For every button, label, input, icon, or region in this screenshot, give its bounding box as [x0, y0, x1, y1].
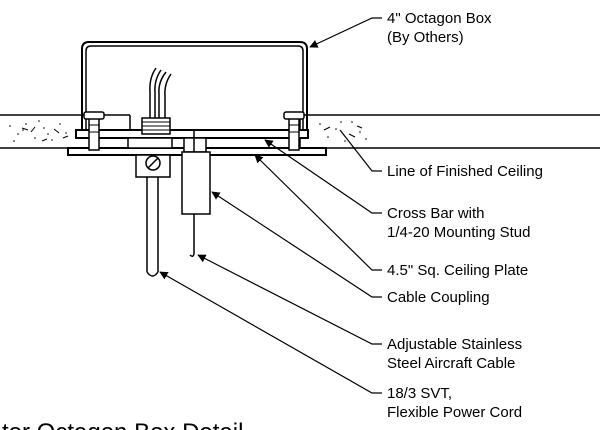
power-cord [146, 177, 159, 277]
label-cross-bar-line2: 1/4-20 Mounting Stud [387, 224, 530, 241]
label-aircraft-cable-line2: Steel Aircraft Cable [387, 355, 515, 372]
leader-finished-ceiling [339, 129, 382, 172]
leader-cable-coupling [211, 191, 382, 298]
ceiling-right-section [299, 114, 600, 149]
label-power-cord-line1: 18/3 SVT, [387, 385, 452, 402]
leader-lines [159, 17, 382, 394]
label-power-cord-line2: Flexible Power Cord [387, 404, 522, 421]
mounting-screw-left [83, 111, 105, 151]
power-cord-wires [149, 67, 172, 118]
label-aircraft-cable-line1: Adjustable Stainless [387, 336, 522, 353]
cable-coupling [181, 130, 211, 215]
leader-cross-bar [264, 139, 382, 214]
label-finished-ceiling: Line of Finished Ceiling [387, 163, 543, 180]
diagram-caption: tor Octagon Box Detail [2, 419, 243, 430]
label-octagon-box-line1: 4" Octagon Box [387, 10, 492, 27]
leader-power-cord [159, 271, 382, 394]
mounting-screw-right [283, 111, 305, 151]
leader-aircraft-cable [197, 254, 382, 345]
set-screw [145, 155, 161, 171]
octagon-box [81, 41, 308, 130]
label-ceiling-plate: 4.5" Sq. Ceiling Plate [387, 262, 528, 279]
aircraft-cable [189, 214, 195, 258]
label-octagon-box-line2: (By Others) [387, 29, 464, 46]
leader-octagon-box [309, 17, 382, 48]
leader-ceiling-plate [254, 154, 382, 271]
cross-bar [75, 129, 309, 139]
label-cable-coupling: Cable Coupling [387, 289, 490, 306]
label-cross-bar-line1: Cross Bar with [387, 205, 485, 222]
